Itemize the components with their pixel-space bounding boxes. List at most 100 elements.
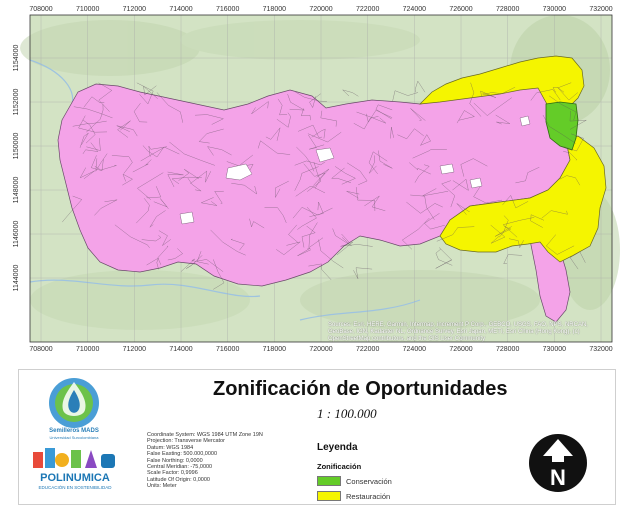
parcel-line — [277, 98, 288, 116]
semilleros-logo-text: Semilleros MADS — [49, 428, 99, 434]
polinumica-logo-subtext: EDUCACIÓN EN SOSTENIBILIDAD — [38, 485, 112, 490]
parcel-line — [141, 235, 162, 242]
parcel-line — [353, 267, 373, 279]
parcel-line — [307, 132, 342, 143]
parcel-line — [424, 213, 445, 230]
parcel-line — [98, 82, 113, 112]
parcel-line — [390, 126, 394, 139]
parcel-line — [436, 226, 475, 242]
parcel-line — [187, 177, 202, 192]
parcel-line — [148, 146, 167, 157]
legend-panel: Semilleros MADS Universidad Surcolombian… — [18, 369, 616, 505]
parcel-line — [563, 151, 578, 161]
parcel-line — [530, 214, 545, 228]
map-scale: 1 : 100.000 — [317, 406, 377, 421]
parcel-line — [435, 248, 453, 266]
parcel-line — [178, 169, 199, 181]
x-tick-label: 728000 — [496, 346, 519, 353]
parcel-line — [276, 112, 291, 128]
parcel-line — [287, 94, 305, 111]
parcel-line — [296, 146, 315, 172]
x-tick-label: 724000 — [403, 6, 426, 13]
parcel-line — [133, 103, 148, 123]
parcel-line — [308, 263, 332, 281]
parcel-line — [375, 104, 393, 120]
parcel-line — [415, 80, 426, 93]
parcel-line — [230, 238, 245, 251]
parcel-line — [275, 180, 289, 198]
parcel-line — [73, 106, 113, 119]
parcel-line — [214, 191, 224, 204]
parcel-line — [158, 230, 171, 246]
north-arrow-label: N — [550, 465, 566, 490]
x-tick-label: 708000 — [29, 6, 52, 13]
north-arrow-icon: N — [529, 434, 587, 492]
parcel-line — [410, 194, 435, 220]
parcel-line — [292, 207, 333, 219]
parcel-line — [308, 135, 325, 150]
zone-yellow-south[interactable] — [439, 135, 607, 263]
parcel-line — [473, 97, 512, 116]
parcel-line — [340, 243, 373, 247]
x-tick-label: 708000 — [29, 346, 52, 353]
parcel-line — [294, 160, 326, 166]
parcel-line — [295, 91, 327, 102]
zone-green-conservacion[interactable] — [545, 101, 579, 151]
x-tick-label: 730000 — [543, 6, 566, 13]
parcel-line — [456, 110, 475, 124]
parcel-line — [410, 108, 426, 121]
y-tick-label: 1150000 — [13, 133, 20, 160]
parcel-line — [114, 224, 150, 248]
y-tick-label: 1144000 — [13, 265, 20, 292]
zone-yellow-north[interactable] — [419, 55, 585, 119]
x-tick-label: 718000 — [263, 346, 286, 353]
legend-heading: Leyenda — [317, 442, 358, 453]
parcel-line — [320, 110, 337, 127]
parcel-line — [368, 151, 388, 175]
parcel-line — [136, 82, 154, 105]
parcel-line — [502, 217, 535, 238]
parcel-line — [257, 140, 291, 155]
parcel-lines — [62, 80, 587, 290]
semilleros-logo — [49, 378, 99, 428]
coordinate-system-info: Coordinate System: WGS 1984 UTM Zone 19N… — [147, 432, 297, 490]
polinumica-logo-icons — [33, 448, 115, 468]
parcel-line — [140, 147, 180, 162]
coord-info-line: Latitude Of Origin: 0,0000 — [147, 476, 210, 483]
legend-item-conservacion: Conservación — [317, 476, 392, 486]
parcel-line — [264, 207, 287, 223]
parcel-line — [117, 120, 131, 138]
parcel-line — [369, 155, 377, 174]
parcel-line — [490, 224, 506, 244]
map-border — [29, 14, 613, 343]
parcel-line — [297, 206, 317, 230]
legend-label-conservacion: Conservación — [346, 476, 392, 486]
parcel-line — [169, 141, 215, 166]
parcel-line — [314, 168, 330, 189]
parcel-line — [392, 90, 419, 102]
parcel-line — [142, 145, 164, 158]
parcel-line — [364, 195, 386, 211]
parcel-line — [469, 82, 482, 117]
x-tick-label: 720000 — [309, 346, 332, 353]
y-ticks-left: 1154000115200011500001148000114600011440… — [13, 45, 20, 292]
parcel-line — [552, 82, 572, 93]
x-tick-label: 712000 — [123, 6, 146, 13]
parcel-line — [132, 159, 152, 173]
parcel-line — [342, 89, 359, 97]
polinumica-logo-text: POLINUMICA — [40, 472, 110, 484]
x-tick-label: 722000 — [356, 346, 379, 353]
parcel-line — [435, 247, 453, 269]
parcel-line — [231, 183, 257, 195]
x-tick-label: 718000 — [263, 6, 286, 13]
x-tick-label: 720000 — [309, 6, 332, 13]
x-tick-label: 716000 — [216, 346, 239, 353]
parcel-line — [515, 167, 540, 184]
coord-info-line: Projection: Transverse Mercator — [147, 438, 225, 445]
x-tick-label: 726000 — [449, 6, 472, 13]
x-tick-label: 710000 — [76, 346, 99, 353]
parcel-line — [167, 171, 184, 188]
parcel-line — [548, 95, 577, 121]
